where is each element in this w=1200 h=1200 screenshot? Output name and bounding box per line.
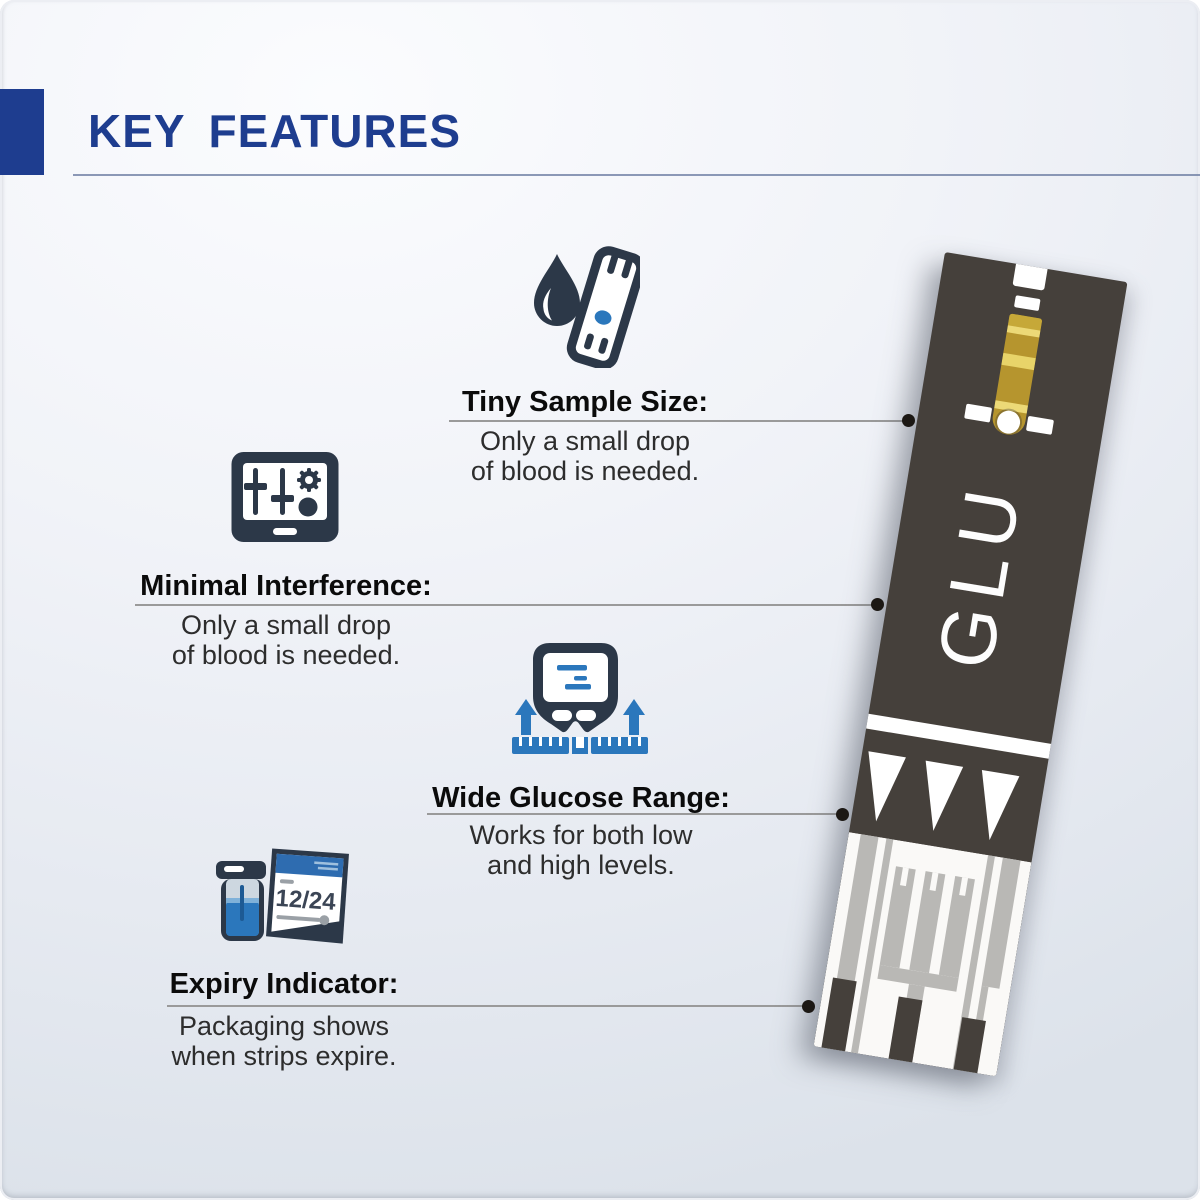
feature-title-tiny-sample: Tiny Sample Size:: [461, 386, 709, 418]
glucose-test-strip: GLU: [813, 252, 1128, 1077]
feature-desc-expiry: Packaging shows when strips expire.: [134, 1011, 434, 1071]
callout-dot-minimal-interference: [871, 598, 884, 611]
callout-line-tiny-sample: [449, 420, 909, 422]
header-accent-square: [0, 89, 44, 175]
expiry-calendar-icon: 12/24: [216, 848, 349, 944]
feature-desc-glucose-range: Works for both low and high levels.: [431, 820, 731, 880]
strip-label: GLU: [920, 475, 1038, 675]
strip-top-dash: [1013, 295, 1041, 312]
feature-desc-tiny-sample: Only a small drop of blood is needed.: [435, 426, 735, 486]
feature-desc-line: when strips expire.: [171, 1041, 397, 1071]
page-title: KEY FEATURES: [88, 105, 462, 157]
strip-triangle-markers: [868, 751, 1020, 841]
callout-dot-tiny-sample: [902, 414, 915, 427]
callout-line-glucose-range: [427, 813, 844, 815]
feature-title-glucose-range: Wide Glucose Range:: [432, 782, 730, 814]
ruler-icon: [512, 737, 648, 754]
calendar-sheet-icon: 12/24: [266, 848, 349, 944]
callout-dot-glucose-range: [836, 808, 849, 821]
feature-title-minimal-interference: Minimal Interference:: [140, 570, 432, 602]
strip-vial-icon: [216, 861, 266, 941]
feature-desc-line: of blood is needed.: [470, 456, 700, 486]
callout-line-minimal-interference: [135, 604, 879, 606]
strip-top-notch: [1012, 263, 1048, 291]
glucose-meter-range-icon: [512, 643, 648, 754]
strip-electrode-zone: [813, 832, 1032, 1077]
expiry-date-label: 12/24: [275, 885, 337, 916]
feature-desc-line: of blood is needed.: [171, 640, 401, 670]
feature-desc-line: Only a small drop: [180, 610, 392, 640]
feature-desc-line: and high levels.: [487, 850, 675, 880]
strip-port-flank-right: [1025, 415, 1055, 435]
feature-desc-minimal-interference: Only a small drop of blood is needed.: [136, 610, 436, 670]
strip-port-flank-left: [964, 403, 993, 423]
feature-desc-line: Only a small drop: [479, 426, 691, 456]
callout-dot-expiry: [802, 1000, 815, 1013]
callout-line-expiry: [167, 1005, 810, 1007]
control-panel-settings-icon: [231, 452, 339, 542]
blood-drop-test-strip-icon: [534, 246, 640, 368]
header-divider: [73, 174, 1200, 176]
feature-desc-line: Works for both low: [469, 820, 693, 850]
up-arrow-icon: [515, 699, 645, 735]
feature-title-expiry: Expiry Indicator:: [169, 968, 399, 1000]
feature-desc-line: Packaging shows: [178, 1011, 390, 1041]
